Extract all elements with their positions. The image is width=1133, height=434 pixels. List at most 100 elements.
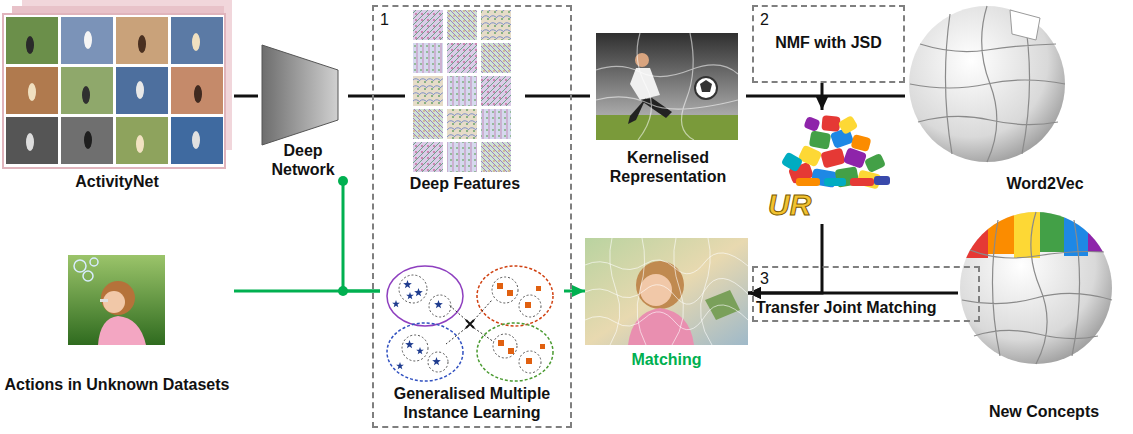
activitynet-collage-part <box>6 117 58 164</box>
activitynet-collage-part <box>6 67 58 114</box>
instance-clusters-part <box>405 340 414 348</box>
instance-clusters-part <box>403 280 412 288</box>
globe-node: New Concepts <box>958 182 1130 423</box>
black-connector <box>746 95 905 98</box>
node-label: Matching <box>585 350 748 369</box>
instance-clusters-part <box>477 323 553 381</box>
black-connector <box>234 95 258 98</box>
puzzle-pile-part <box>821 115 840 132</box>
activitynet-collage-part <box>192 131 200 149</box>
black-connector <box>748 292 958 295</box>
new-concepts-globe-part <box>960 212 1112 364</box>
callout-number: 2 <box>760 11 780 29</box>
unknown-action-photo-part <box>68 255 165 345</box>
node-label: Kernelised Representation <box>590 148 746 186</box>
image-node: ActivityNet <box>0 2 234 196</box>
activitynet-collage-part <box>28 83 36 101</box>
instance-clusters <box>387 266 553 381</box>
junction-dot <box>338 176 348 186</box>
node-label: Word2Vec <box>985 174 1105 193</box>
instance-clusters-part <box>519 295 541 317</box>
instance-clusters-part <box>428 352 448 372</box>
instance-clusters-part <box>526 358 532 364</box>
instance-clusters-part <box>497 283 503 289</box>
instance-clusters-part <box>493 334 517 358</box>
activitynet-collage-part <box>84 31 92 49</box>
puzzle-pile <box>781 115 890 190</box>
word2vec-globe-part <box>910 6 1065 162</box>
puzzle-pile-part <box>796 178 820 186</box>
activitynet-collage-part <box>138 35 146 53</box>
black-connector <box>748 224 822 293</box>
unknown-action-photo-part <box>83 271 93 281</box>
instance-clusters-part <box>399 275 427 303</box>
instance-clusters-part <box>416 347 424 354</box>
instance-clusters-part <box>392 300 400 307</box>
deep-feature-maps-part <box>413 142 443 172</box>
activitynet-collage-part <box>194 85 202 103</box>
matching-puzzle-image-part <box>585 238 748 345</box>
stage-box: 2NMF with JSD <box>752 5 905 83</box>
kernelised-image-part <box>596 33 738 140</box>
puzzle-pile-part <box>798 145 823 168</box>
deep-feature-maps-part <box>413 43 443 73</box>
deep-feature-maps-part <box>481 76 511 106</box>
word2vec-globe <box>909 6 1065 162</box>
puzzle-pile-part <box>838 115 859 135</box>
puzzle-pile-part <box>781 151 804 172</box>
activitynet-collage-part <box>6 17 58 64</box>
activitynet-collage-part <box>136 81 144 99</box>
activitynet-collage-part <box>136 135 144 153</box>
activitynet-collage-part <box>61 117 113 164</box>
deep-feature-maps-part <box>481 10 511 40</box>
instance-clusters-part <box>536 286 541 291</box>
activitynet-collage-part <box>3 14 225 168</box>
activitynet-collage-part <box>82 86 90 104</box>
new-concepts-globe <box>960 212 1112 364</box>
activitynet-collage-part <box>171 117 223 164</box>
activitynet-collage-part <box>61 67 113 114</box>
activitynet-collage-part <box>116 17 168 64</box>
instance-clusters-part <box>525 302 531 308</box>
activitynet-collage-part <box>192 33 200 51</box>
new-concepts-globe-part-part <box>988 212 1014 254</box>
new-concepts-globe-part-part <box>1088 212 1112 252</box>
kernelised-image-part <box>596 115 738 140</box>
node-label: Deep Features <box>405 174 525 193</box>
deep-feature-maps-part <box>413 76 443 106</box>
activitynet-collage-part <box>61 17 113 64</box>
callout-number: 1 <box>380 11 400 29</box>
activitynet-collage-part <box>26 36 34 54</box>
image-node: Matching <box>585 238 748 378</box>
image-node: Deep Features <box>405 8 525 195</box>
new-concepts-globe-part-part <box>1014 212 1040 258</box>
deep-feature-maps <box>413 10 511 172</box>
stage-box: 3Transfer Joint Matching <box>752 266 980 322</box>
node-label: UR <box>768 188 828 222</box>
puzzle-pile-part <box>809 130 831 149</box>
callout-number: 3 <box>760 270 780 288</box>
word2vec-globe-part <box>909 6 1065 162</box>
instance-clusters-part <box>406 292 414 299</box>
activitynet-collage-part <box>26 133 34 151</box>
puzzle-pile-part <box>824 178 846 186</box>
deep-feature-maps-part <box>447 10 477 40</box>
deep-feature-maps-part <box>447 142 477 172</box>
puzzle-pile-part <box>874 176 890 185</box>
activitynet-collage-part <box>116 67 168 114</box>
activitynet-collage-part <box>171 67 223 114</box>
deep-feature-maps-part <box>413 10 443 40</box>
instance-clusters-part <box>446 300 494 344</box>
green-connector <box>564 290 585 293</box>
unknown-action-photo-part <box>90 258 98 266</box>
matching-puzzle-image <box>585 238 748 345</box>
activitynet-collage-part <box>116 117 168 164</box>
puzzle-pile-part <box>803 116 820 132</box>
unknown-action-photo-part <box>101 281 135 315</box>
activitynet-collage <box>3 0 232 168</box>
black-connector <box>525 95 590 98</box>
instance-clusters-part <box>396 362 404 369</box>
